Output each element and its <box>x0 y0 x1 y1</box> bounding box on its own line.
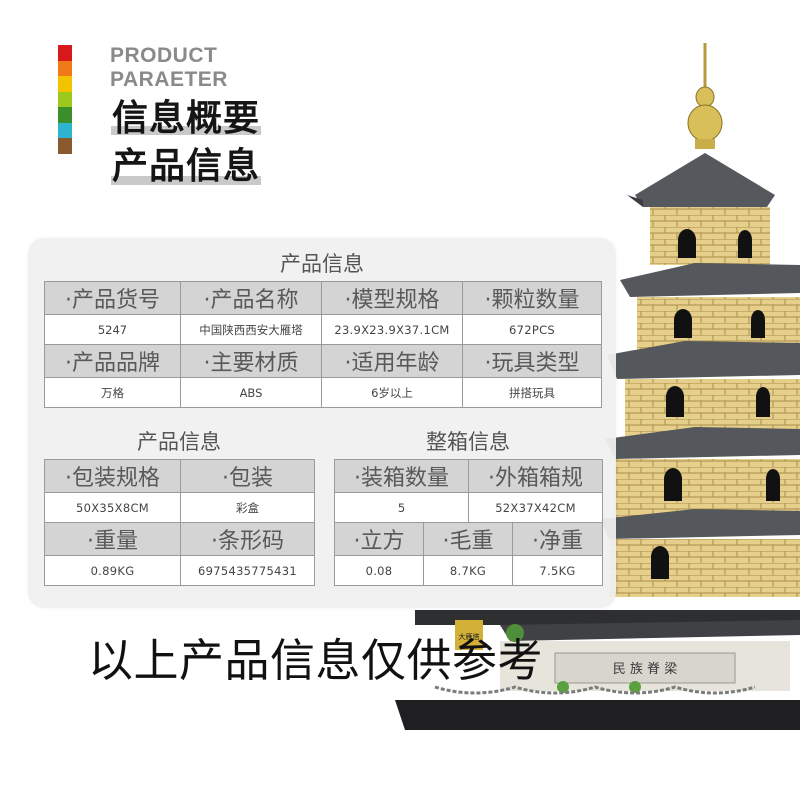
color-swatch-cyan <box>58 122 72 138</box>
header-cell-spec: ·模型规格 <box>321 281 463 315</box>
header-cell-carton-size: ·外箱箱规 <box>468 459 603 493</box>
pagoda-sign-text: 民 族 脊 梁 <box>613 661 677 677</box>
value-cell-carton-qty: 5 <box>334 492 469 523</box>
value-cell-material: ABS <box>180 377 322 408</box>
value-cell-barcode: 6975435775431 <box>180 555 315 586</box>
table-row: 万格 ABS 6岁以上 拼搭玩具 <box>44 377 602 408</box>
header-cell-gross-weight: ·毛重 <box>423 522 513 556</box>
value-cell-packaging: 彩盒 <box>180 492 315 523</box>
carton-spec-table: ·装箱数量 ·外箱箱规 5 52X37X42CM ·立方 ·毛重 ·净重 0.0… <box>334 459 603 586</box>
disclaimer-caption: 以上产品信息仅供参考 <box>88 634 544 687</box>
heading-english-line1: PRODUCT <box>110 44 218 67</box>
heading-underline-2 <box>111 176 261 185</box>
table-row: ·装箱数量 ·外箱箱规 <box>334 459 603 493</box>
header-cell-name: ·产品名称 <box>180 281 322 315</box>
header-cell-weight: ·重量 <box>44 522 181 556</box>
pagoda-sign-small: 大雁塔 <box>459 632 480 641</box>
header-cell-pieces: ·颗粒数量 <box>462 281 602 315</box>
header-cell-brand: ·产品品牌 <box>44 344 181 378</box>
main-section-title: 产品信息 <box>280 252 364 276</box>
table-row: 0.89KG 6975435775431 <box>44 555 315 586</box>
header-cell-net-weight: ·净重 <box>512 522 603 556</box>
value-cell-volume: 0.08 <box>334 555 424 586</box>
header-cell-age: ·适用年龄 <box>321 344 463 378</box>
heading-chinese-line1: 信息概要 <box>112 98 261 139</box>
header-cell-item-no: ·产品货号 <box>44 281 181 315</box>
color-swatch-orange <box>58 60 72 76</box>
color-bar <box>58 45 72 154</box>
header-cell-volume: ·立方 <box>334 522 424 556</box>
heading-chinese-line2: 产品信息 <box>112 146 261 187</box>
carton-section-title: 整箱信息 <box>426 430 510 454</box>
heading-underline-1 <box>111 126 261 135</box>
value-cell-brand: 万格 <box>44 377 181 408</box>
pagoda-model-image: 民 族 脊 梁 大雁塔 <box>395 43 800 730</box>
package-spec-table: ·包装规格 ·包装 50X35X8CM 彩盒 ·重量 ·条形码 0.89KG 6… <box>44 459 315 586</box>
table-row: ·重量 ·条形码 <box>44 522 315 556</box>
value-cell-weight: 0.89KG <box>44 555 181 586</box>
header-cell-toy-type: ·玩具类型 <box>462 344 602 378</box>
value-cell-net-weight: 7.5KG <box>512 555 603 586</box>
table-row: ·产品货号 ·产品名称 ·模型规格 ·颗粒数量 <box>44 281 602 315</box>
table-row: 50X35X8CM 彩盒 <box>44 492 315 523</box>
table-row: 0.08 8.7KG 7.5KG <box>334 555 603 586</box>
table-row: ·包装规格 ·包装 <box>44 459 315 493</box>
value-cell-pieces: 672PCS <box>462 314 602 345</box>
table-row: 5 52X37X42CM <box>334 492 603 523</box>
header-cell-packaging: ·包装 <box>180 459 315 493</box>
color-swatch-brown <box>58 138 72 154</box>
header-cell-carton-qty: ·装箱数量 <box>334 459 469 493</box>
value-cell-spec: 23.9X23.9X37.1CM <box>321 314 463 345</box>
table-row: ·产品品牌 ·主要材质 ·适用年龄 ·玩具类型 <box>44 344 602 378</box>
color-swatch-lime <box>58 91 72 107</box>
color-swatch-red <box>58 45 72 61</box>
color-swatch-yellow <box>58 76 72 92</box>
product-spec-table: ·产品货号 ·产品名称 ·模型规格 ·颗粒数量 5247 中国陕西西安大雁塔 2… <box>44 281 602 408</box>
header-cell-package-size: ·包装规格 <box>44 459 181 493</box>
header-cell-material: ·主要材质 <box>180 344 322 378</box>
value-cell-gross-weight: 8.7KG <box>423 555 513 586</box>
color-swatch-green <box>58 107 72 123</box>
table-row: ·立方 ·毛重 ·净重 <box>334 522 603 556</box>
header-cell-barcode: ·条形码 <box>180 522 315 556</box>
table-row: 5247 中国陕西西安大雁塔 23.9X23.9X37.1CM 672PCS <box>44 314 602 345</box>
value-cell-item-no: 5247 <box>44 314 181 345</box>
value-cell-package-size: 50X35X8CM <box>44 492 181 523</box>
heading-english-line2: PARAETER <box>110 68 228 91</box>
value-cell-age: 6岁以上 <box>321 377 463 408</box>
package-section-title: 产品信息 <box>137 430 221 454</box>
value-cell-name: 中国陕西西安大雁塔 <box>180 314 322 345</box>
value-cell-carton-size: 52X37X42CM <box>468 492 603 523</box>
value-cell-toy-type: 拼搭玩具 <box>462 377 602 408</box>
